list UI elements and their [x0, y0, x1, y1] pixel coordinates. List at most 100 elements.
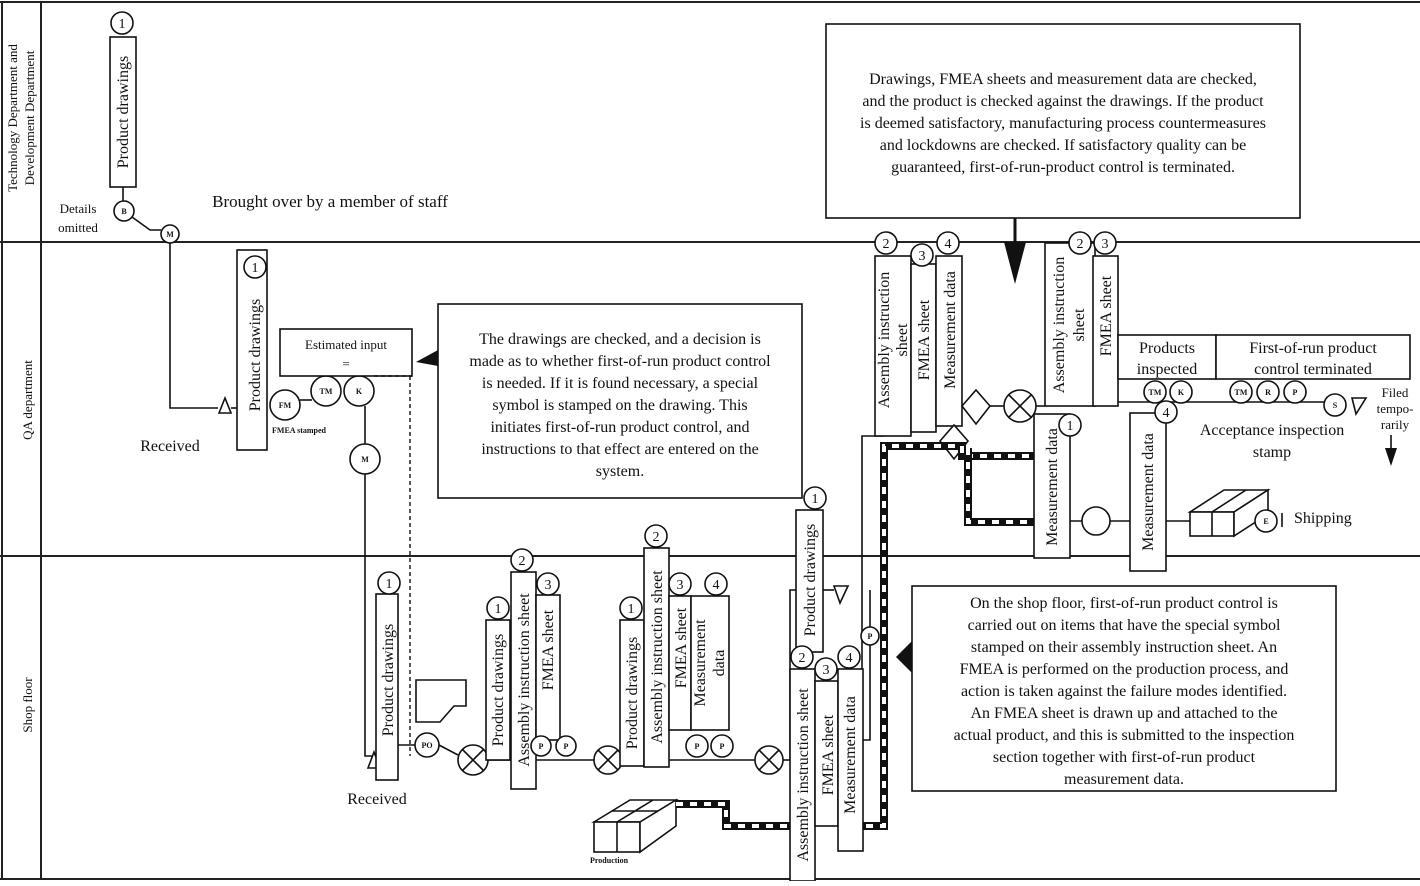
note-line: instructions to that effect are entered … [481, 441, 758, 458]
svg-text:3: 3 [919, 249, 926, 264]
symbol-E [1254, 509, 1278, 533]
received-label-shop: Received [347, 791, 407, 808]
shop-floor-content: Received 1 Product drawings PO 1 Product… [347, 442, 1034, 882]
lane-label-qa: QA department [20, 360, 35, 440]
note-line: section together with first-of-run produ… [993, 749, 1256, 766]
symbol-label: M [166, 230, 174, 239]
doc-label: Product drawings [115, 56, 132, 168]
symbol-label: E [1263, 517, 1268, 526]
symbol-label: R [1265, 388, 1271, 397]
svg-text:2: 2 [1077, 237, 1084, 252]
acceptance-line1: Acceptance inspection [1200, 422, 1344, 439]
symbol-label: B [121, 207, 127, 216]
inspection-shape [415, 679, 467, 723]
symbol-P [1283, 380, 1307, 404]
svg-text:1: 1 [252, 261, 259, 276]
doc-assembly-sheet-qa [874, 255, 912, 437]
filed-line1: Filed [1382, 385, 1409, 400]
control-terminated-line1: First-of-run product [1249, 340, 1377, 357]
filed-line3: rarily [1381, 417, 1410, 432]
note-line: FMEA is performed on the production proc… [960, 661, 1289, 678]
svg-text:1: 1 [812, 492, 819, 507]
fmea-stamped-label: FMEA stamped [272, 426, 327, 435]
doc-label: FMEA sheet [540, 609, 557, 690]
doc-label: FMEA sheet [673, 607, 690, 688]
symbol-TM-3 [1229, 380, 1253, 404]
doc-label: Measurement data [842, 696, 859, 814]
down-arrow-icon [1385, 448, 1397, 466]
diamond-symbol [960, 388, 992, 426]
note-line: An FMEA sheet is drawn up and attached t… [970, 705, 1277, 722]
products-inspected-box [1117, 334, 1217, 380]
symbol-label: P [539, 742, 544, 751]
qa-document-group-right: Assembly instruction sheet 2 3 FMEA shee… [1033, 231, 1413, 572]
symbol-label: TM [1235, 388, 1248, 397]
symbol-P [555, 735, 577, 757]
symbol-label: P [695, 742, 700, 751]
note-line: carried out on items that have the speci… [968, 617, 1281, 634]
doc-label: FMEA sheet [820, 714, 837, 795]
acceptance-line2: stamp [1253, 444, 1291, 461]
doc-label: Product drawings [802, 524, 819, 636]
symbol-label: FM [279, 401, 292, 410]
note-line: measurement data. [1064, 771, 1184, 788]
doc-label: Product drawings [490, 634, 507, 746]
symbol-B [113, 200, 135, 222]
doc-assembly-sheet-shop [510, 571, 537, 790]
svg-text:4: 4 [1163, 406, 1170, 421]
svg-text:2: 2 [799, 651, 806, 666]
number-badge [110, 11, 134, 35]
svg-text:4: 4 [846, 651, 853, 666]
filed-triangle-icon [1350, 397, 1368, 417]
doc-label: Product drawings [380, 624, 397, 736]
doc-fmea-sheet-shop [535, 594, 561, 741]
shipping-boxes-icon [1187, 488, 1271, 538]
doc-label: Assembly instruction sheet [795, 688, 812, 862]
doc-label: Assembly instruction sheet [649, 570, 666, 744]
symbol-label: P [1293, 388, 1298, 397]
shipping-label: Shipping [1294, 510, 1352, 527]
doc-label: Measurement data [1044, 428, 1061, 546]
note-line: symbol is stamped on the drawing. This [492, 397, 747, 414]
svg-text:3: 3 [823, 663, 830, 678]
symbol-P [530, 735, 552, 757]
doc-measurement-qa3 [1129, 412, 1167, 572]
symbol-R [1256, 380, 1280, 404]
note-line: actual product, and this is submitted to… [954, 727, 1295, 744]
doc-label: sheet [894, 323, 911, 356]
symbol-label: K [1178, 388, 1185, 397]
estimated-input-label: Estimated input [305, 337, 387, 352]
svg-text:2: 2 [883, 237, 890, 252]
number-label: 1 [119, 17, 126, 32]
svg-text:3: 3 [677, 578, 684, 593]
note-line: action is taken against the failure mode… [961, 683, 1287, 700]
lane-labels: Technology Department and Development De… [5, 44, 37, 733]
note-final-inspection: Drawings, FMEA sheets and measurement da… [825, 23, 1301, 284]
products-inspected-line1: Products [1139, 340, 1195, 357]
doc-measurement-shop2 [837, 668, 864, 852]
control-terminated-box [1215, 334, 1411, 380]
symbol-label: PO [421, 741, 432, 750]
lane-label-tech-line1: Technology Department and [5, 44, 20, 192]
doc-fmea-sheet-qa2 [1092, 255, 1119, 407]
note-line: The drawings are checked, and a decision… [479, 331, 761, 348]
brought-over-label: Brought over by a member of staff [212, 192, 448, 211]
svg-text:2: 2 [653, 530, 660, 545]
doc-label: Product drawings [247, 299, 264, 411]
details-omitted-line1: Details [60, 201, 97, 216]
qa-lane-content: Received 1 1 Product drawings FM FMEA st… [140, 243, 438, 757]
doc-product-drawings-qa [236, 249, 268, 451]
note-line: Drawings, FMEA sheets and measurement da… [869, 71, 1257, 88]
doc-measurement-qa [935, 255, 963, 427]
note-line: made as to whether first-of-run product … [469, 353, 771, 370]
estimated-equals: = [342, 356, 349, 371]
svg-text:1: 1 [386, 577, 393, 592]
received-triangle-icon [217, 395, 233, 414]
doc-label: Product drawings [624, 637, 641, 749]
received-label-qa: Received [140, 438, 200, 455]
note-line: and the product is checked against the d… [862, 93, 1264, 110]
symbol-P [685, 734, 709, 758]
note-line: is needed. If it is found necessary, a s… [482, 375, 759, 392]
note-shop-floor: On the shop floor, first-of-run product … [896, 585, 1337, 792]
